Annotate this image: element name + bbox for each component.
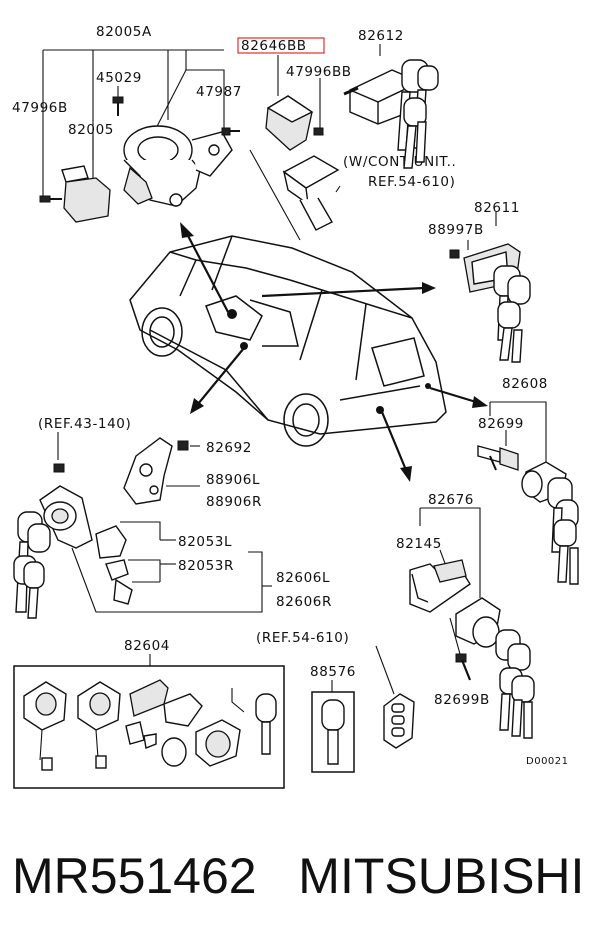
label-d00021: D00021 xyxy=(526,756,569,767)
label-82606R: 82606R xyxy=(276,594,332,610)
label-82612: 82612 xyxy=(358,28,404,44)
label-82005: 82005 xyxy=(68,122,114,138)
brand-name: MITSUBISHI xyxy=(298,848,585,904)
label-82699B: 82699B xyxy=(434,692,490,708)
label-82608: 82608 xyxy=(502,376,548,392)
label-47996BB: 47996BB xyxy=(286,64,352,80)
label-82611: 82611 xyxy=(474,200,520,216)
product-caption: MR551462 MITSUBISHI xyxy=(12,836,592,916)
label-82604: 82604 xyxy=(124,638,170,654)
label-88906R: 88906R xyxy=(206,494,262,510)
control-unit-assembly: 82646BB 47996BB (W/CONT UNIT.. REF.54-61… xyxy=(237,37,456,241)
bolt-part xyxy=(477,445,519,471)
label-wcont-unit: (W/CONT UNIT.. xyxy=(343,154,456,170)
key-remote-88576: (REF.54-610) 88576 xyxy=(256,630,415,773)
ignition-lock-assembly: 82005A 45029 47996B 82005 47987 xyxy=(12,24,242,223)
label-82699: 82699 xyxy=(478,416,524,432)
label-ref-54-610-b: (REF.54-610) xyxy=(256,630,349,646)
label-82676: 82676 xyxy=(428,492,474,508)
part-number: MR551462 xyxy=(12,848,257,904)
label-47987: 47987 xyxy=(196,84,242,100)
label-88997B: 88997B xyxy=(428,222,484,238)
pointer-arrows xyxy=(180,222,488,482)
label-82692: 82692 xyxy=(206,440,252,456)
vehicle-outline xyxy=(129,235,447,447)
label-82053R: 82053R xyxy=(178,558,234,574)
key-set-82608: 82608 82699 xyxy=(477,376,579,585)
label-ref-54-610-a: REF.54-610) xyxy=(368,174,455,190)
highlight-box xyxy=(237,37,325,54)
screw-part xyxy=(53,463,65,473)
bolt-part xyxy=(221,127,240,136)
label-82606L: 82606L xyxy=(276,570,330,586)
screw-part xyxy=(177,440,189,451)
label-88576: 88576 xyxy=(310,664,356,680)
door-lock-assembly: (REF.43-140) 82692 8890 xyxy=(13,416,332,619)
label-82646BB: 82646BB xyxy=(241,38,307,54)
label-47996B: 47996B xyxy=(12,100,68,116)
label-88906L: 88906L xyxy=(206,472,260,488)
key-set-82676: 82676 82145 82699B xyxy=(396,492,535,739)
label-45029: 45029 xyxy=(96,70,142,86)
screw-part xyxy=(313,127,324,136)
label-ref-43-140: (REF.43-140) xyxy=(38,416,131,432)
bolt-part xyxy=(455,653,472,681)
screw-part xyxy=(449,249,460,259)
label-82145: 82145 xyxy=(396,536,442,552)
key-set-82611: 82611 88997B xyxy=(428,200,531,363)
label-82005A: 82005A xyxy=(96,24,152,40)
key-set-82612: 82612 xyxy=(343,28,439,169)
label-82053L: 82053L xyxy=(178,534,232,550)
screw-part xyxy=(112,96,124,116)
lock-set-82604: 82604 xyxy=(13,638,285,789)
bolt-part xyxy=(39,195,62,203)
